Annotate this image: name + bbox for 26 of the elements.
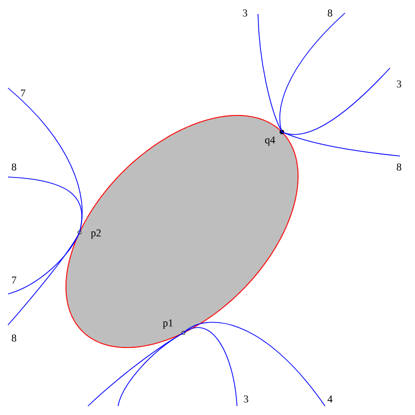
curve xyxy=(8,176,82,233)
curve-label: 8 xyxy=(12,334,16,342)
point-label: p2 xyxy=(90,229,101,239)
curve-label: 3 xyxy=(396,80,402,88)
curve-label: 3 xyxy=(244,395,248,403)
curve xyxy=(8,232,80,294)
curve-label: 8 xyxy=(396,163,402,171)
curve xyxy=(8,232,80,326)
point-label: p1 xyxy=(162,319,173,329)
curve-label: 7 xyxy=(12,276,16,284)
curve xyxy=(182,327,238,406)
curve-label: 8 xyxy=(328,9,332,17)
point-marker xyxy=(78,230,82,234)
point-label: q4 xyxy=(265,136,276,146)
curve xyxy=(282,132,400,156)
curve-label: 4 xyxy=(328,396,332,402)
curve-label: 3 xyxy=(242,9,248,17)
curve xyxy=(282,68,390,135)
curve xyxy=(118,332,184,406)
curve xyxy=(182,322,326,406)
curve-label: 7 xyxy=(21,90,26,96)
curve xyxy=(258,14,282,132)
point-marker xyxy=(280,130,284,134)
curve-label: 8 xyxy=(12,163,16,171)
point-marker xyxy=(181,331,186,335)
curve xyxy=(279,12,346,132)
